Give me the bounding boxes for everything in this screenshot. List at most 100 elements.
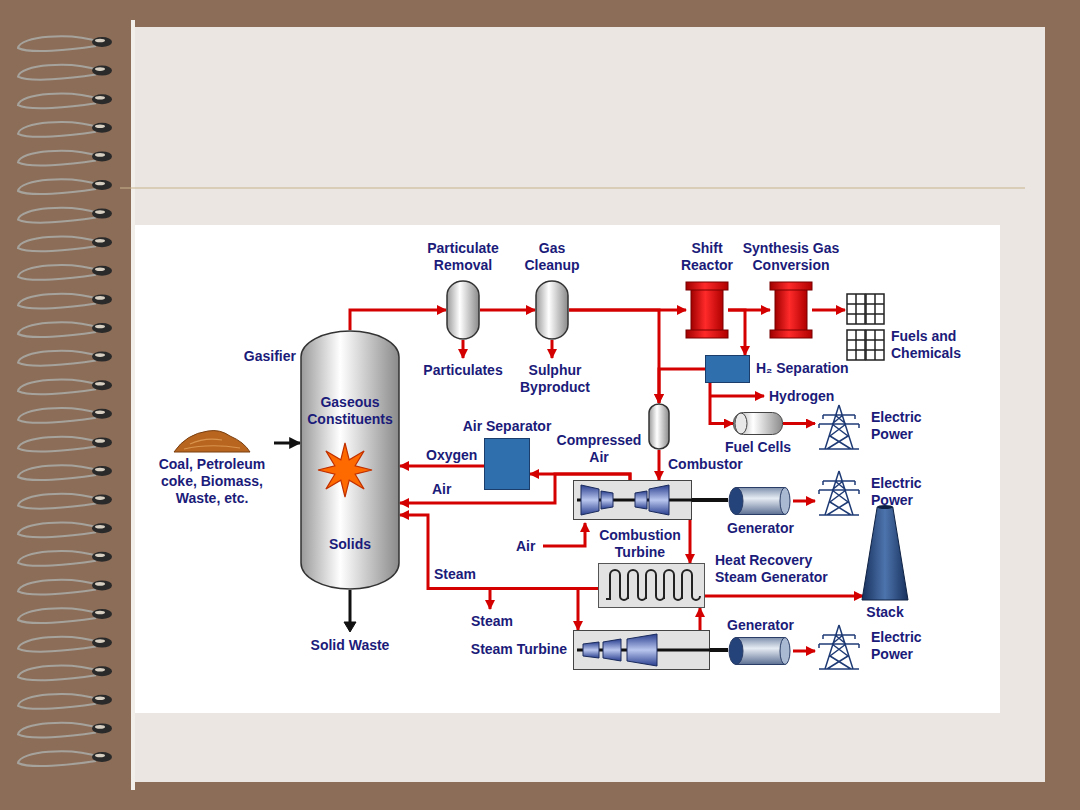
hrsg-coil (606, 570, 700, 600)
spiral-bead (92, 466, 112, 476)
feed-pile (174, 431, 250, 452)
turbine-stage (601, 491, 613, 509)
spiral-highlight (95, 210, 105, 214)
spiral-bead (92, 580, 112, 590)
spiral-highlight (95, 582, 105, 586)
flow-arrow (400, 465, 484, 468)
air-separator-box-drawing (484, 438, 530, 490)
barrel-band (847, 330, 865, 360)
spiral-bead (92, 638, 112, 648)
spiral-ring (18, 94, 100, 109)
separator-box-drawing (705, 355, 750, 383)
combustor-vessel: Combustor (648, 403, 670, 450)
generator-drawing (728, 637, 793, 665)
spiral-bead (92, 323, 112, 333)
node-label: Steam Turbine (461, 641, 567, 658)
spiral-highlight (95, 96, 105, 100)
spiral-highlight (95, 268, 105, 272)
generator: Generator (728, 637, 793, 665)
reactor-flange (770, 330, 812, 338)
synthesis-reactor: Synthesis Gas Conversion (770, 282, 812, 338)
pylon-lattice (819, 405, 859, 449)
spiral-ring (18, 551, 100, 566)
spiral-highlight (95, 239, 105, 243)
spiral-highlight (95, 125, 105, 129)
exhaust-stack: Stack (862, 505, 908, 600)
feedstock-pile: Coal, Petroleum coke, Biomass, Waste, et… (150, 428, 274, 514)
spiral-highlight (95, 725, 105, 729)
flame-burst (318, 443, 372, 497)
gas-turbine-drawing (573, 480, 692, 520)
node-label: Electric Power (871, 409, 932, 443)
spiral-bead (92, 266, 112, 276)
spiral-bead (92, 752, 112, 762)
node-label: Combustor (668, 456, 760, 473)
stream-label: Steam (462, 613, 522, 630)
exhaust-stack-drawing (862, 505, 908, 600)
gas-cleanup-vessel-drawing (535, 280, 569, 340)
barrel-band (847, 294, 865, 324)
vessel-outline (301, 331, 399, 589)
generator-end (729, 488, 743, 515)
generator-drawing (728, 487, 793, 515)
unit-box (485, 439, 530, 490)
spiral-bead (92, 123, 112, 133)
node-label: Particulate Removal (413, 240, 513, 274)
gas-turbine: Combustion Turbine (573, 480, 692, 520)
barrel (866, 294, 884, 324)
shift-reactor-drawing (686, 282, 728, 338)
flow-arrow (658, 450, 661, 480)
flow-arrow (705, 595, 863, 598)
flow-label: Oxygen (426, 447, 482, 464)
spiral-highlight (95, 67, 105, 71)
gas-cleanup-vessel: Gas Cleanup (535, 280, 569, 340)
spiral-ring (18, 666, 100, 681)
particulate-filter: Particulate Removal (446, 280, 480, 340)
turbine-stage (635, 491, 647, 509)
spiral-highlight (95, 325, 105, 329)
stream-label: Hydrogen (769, 388, 849, 405)
spiral-highlight (95, 611, 105, 615)
node-label: Generator (720, 617, 801, 634)
generator: Generator (728, 487, 793, 515)
barrel-band (866, 330, 884, 360)
solid-waste-head (344, 622, 356, 632)
turbine-stage (649, 485, 669, 515)
hrsg-casing (599, 564, 705, 608)
steam-branch-arrow (489, 588, 492, 609)
spiral-ring (18, 723, 100, 738)
steam-turbine-drawing (573, 630, 710, 670)
spiral-ring (18, 380, 100, 395)
flow-arrow (578, 589, 598, 631)
pile-texture (184, 439, 240, 449)
flow-arrow (699, 608, 702, 630)
node-label: Gasifier (242, 348, 296, 365)
flow-arrow (783, 422, 815, 425)
spiral-bead (92, 495, 112, 505)
flow-arrow (480, 309, 535, 312)
output-arrows (344, 340, 764, 632)
node-label: Synthesis Gas Conversion (736, 240, 846, 274)
node-label: Combustion Turbine (590, 527, 690, 561)
spiral-ring (18, 179, 100, 194)
page-edge (131, 20, 135, 790)
spiral-ring (18, 265, 100, 280)
node-label: Heat Recovery Steam Generator (715, 552, 843, 586)
generator-end (780, 638, 790, 665)
air-inlet-arrow (543, 523, 585, 546)
fuel-cell: Fuel Cells (733, 412, 783, 435)
vessel-outline (536, 281, 568, 339)
spiral-highlight (95, 353, 105, 357)
flow-arrow (400, 515, 598, 589)
turbine-stage (603, 639, 621, 661)
node-text: Solids (303, 536, 397, 553)
spiral-bead (92, 723, 112, 733)
stack-body (862, 507, 908, 600)
heat-recovery-unit-drawing (598, 563, 705, 608)
power-pylon: Electric Power (815, 403, 932, 451)
stream-label: Particulates (413, 362, 513, 379)
spiral-highlight (95, 525, 105, 529)
heat-recovery-unit: Heat Recovery Steam Generator (598, 563, 705, 608)
